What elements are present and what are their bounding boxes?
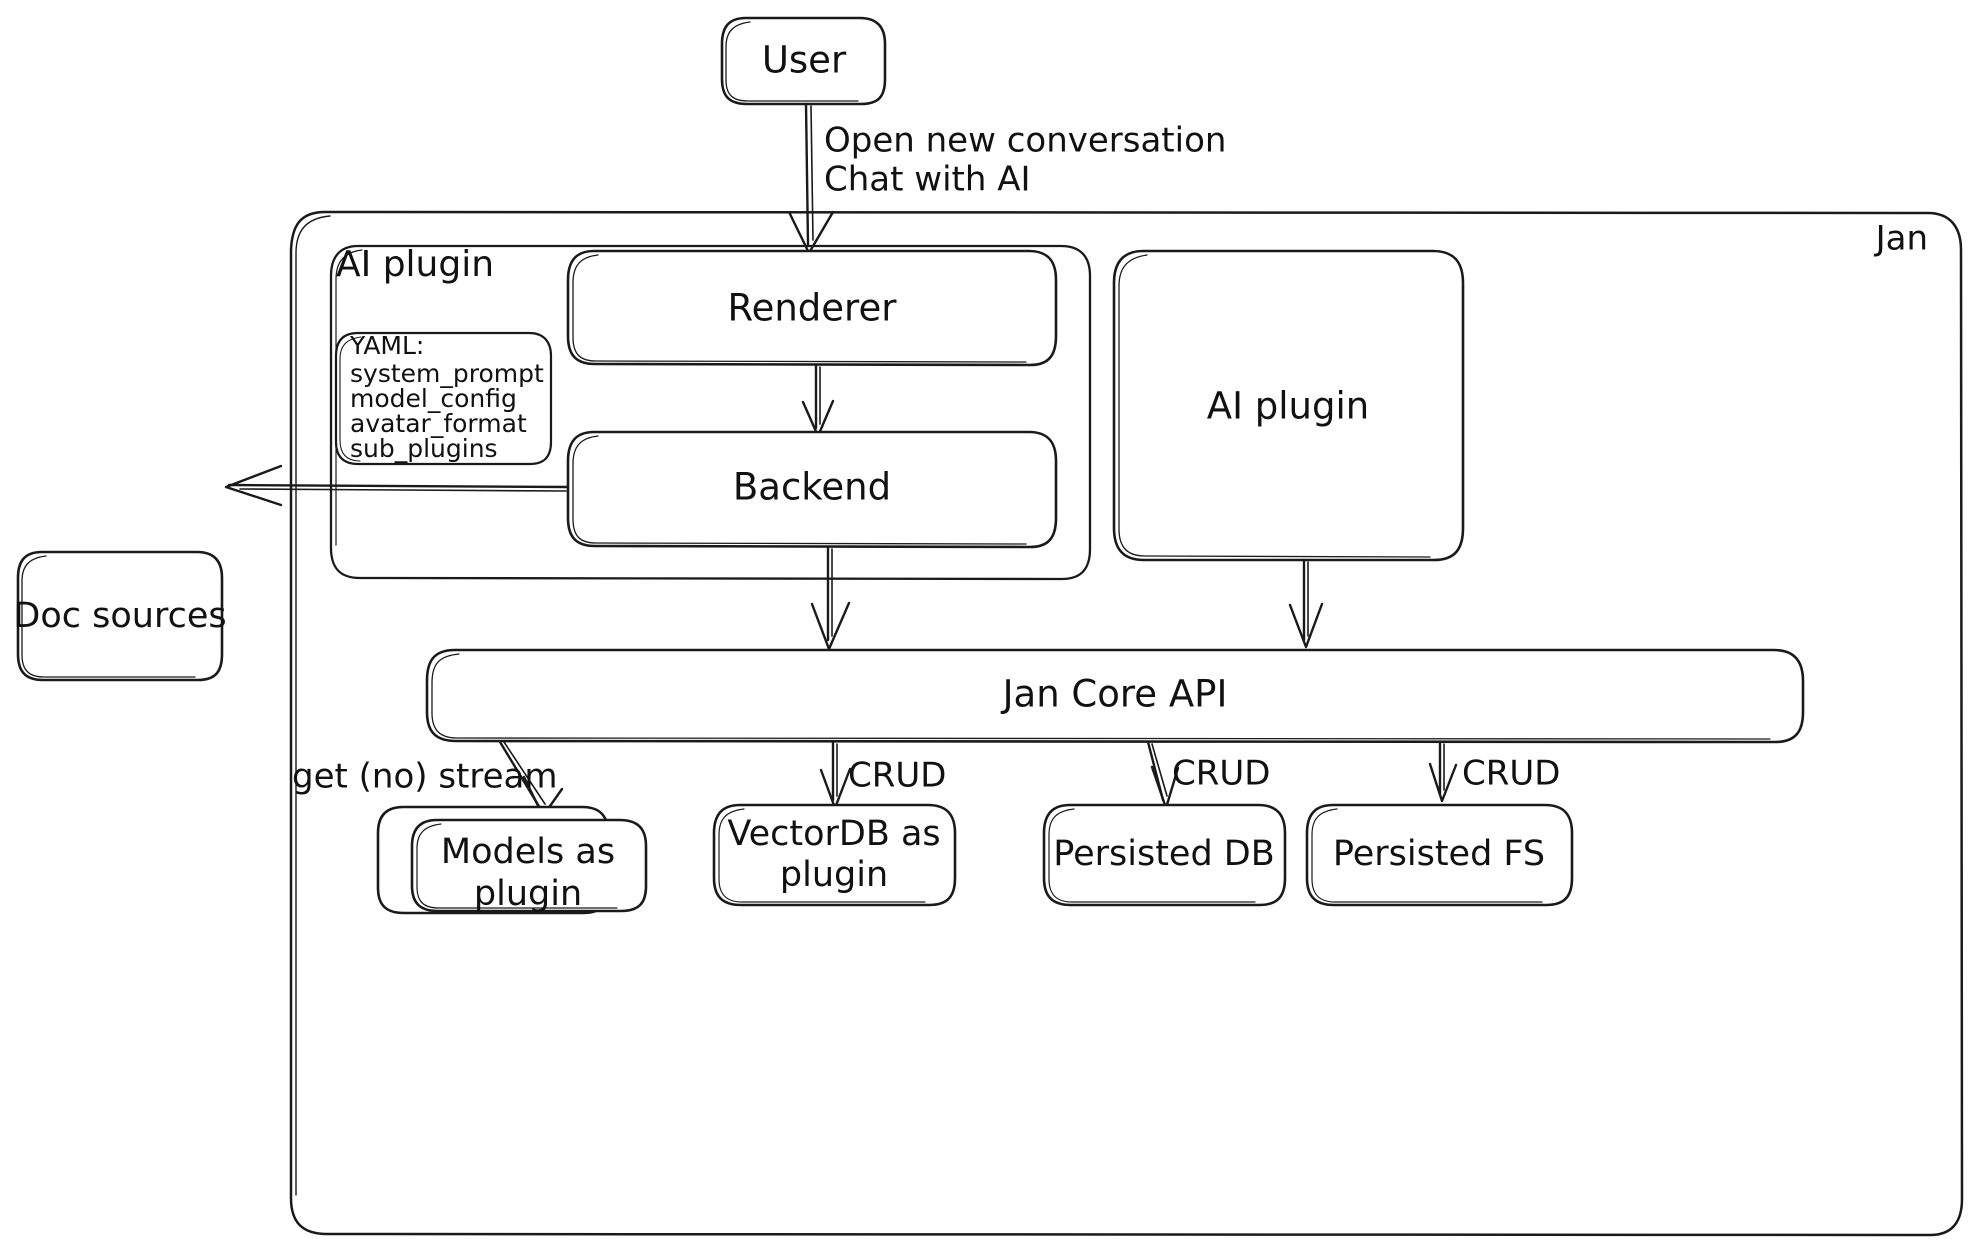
node-renderer[interactable]: Renderer (566, 249, 1058, 367)
edge-backend-doc-arrowhead (224, 464, 283, 507)
edge-backend-to-core (810, 545, 851, 651)
node-persisted-fs[interactable]: Persisted FS (1305, 803, 1574, 907)
node-models-plugin-front-outline (410, 818, 648, 913)
jan-container: Jan (289, 210, 1964, 1237)
node-backend-sketch-overlay (572, 435, 1027, 545)
yaml-note-sketch-overlay (339, 336, 362, 462)
node-doc-sources[interactable]: Doc sources (13, 550, 227, 682)
node-doc-sources-sketch-overlay (21, 555, 196, 678)
edge-ai-plugin-to-core (1288, 558, 1324, 649)
edge-backend-core-arrowhead (810, 601, 851, 651)
node-jan-core-api-label: Jan Core API (1001, 673, 1228, 716)
jan-container-label: Jan (1874, 219, 1928, 259)
yaml-heading: YAML: (349, 331, 424, 360)
edge-core-persisted-fs-label: CRUD (1462, 754, 1560, 794)
node-persisted-db[interactable]: Persisted DB (1042, 803, 1287, 907)
node-user-outline (720, 16, 887, 106)
edge-core-persisted-db-label: CRUD (1172, 754, 1270, 794)
node-user-label: User (762, 39, 847, 82)
jan-container-outline (289, 210, 1964, 1237)
node-jan-core-api[interactable]: Jan Core API (425, 648, 1805, 744)
node-vectordb-plugin[interactable]: VectorDB as plugin (712, 803, 957, 907)
node-ai-plugin[interactable]: AI plugin (1112, 249, 1465, 562)
node-ai-plugin-sketch-overlay (1118, 254, 1431, 558)
edge-core-to-models: get (no) stream (292, 740, 564, 818)
yaml-item-1: model_config (350, 384, 517, 413)
node-persisted-db-outline (1042, 803, 1287, 907)
jan-container-sketch-overlay (295, 215, 331, 1196)
node-renderer-sketch-overlay (572, 254, 1027, 363)
edge-renderer-to-backend (801, 363, 835, 438)
node-renderer-label: Renderer (728, 287, 898, 330)
node-vectordb-plugin-label-line2: plugin (780, 855, 888, 895)
node-persisted-db-label: Persisted DB (1053, 834, 1275, 874)
ai-plugin-group-label: AI plugin (336, 244, 494, 285)
node-renderer-outline (566, 249, 1058, 367)
node-models-plugin-sketch-overlay (416, 823, 618, 909)
edge-user-renderer-line-2 (810, 105, 814, 241)
yaml-note-box: YAML: system_prompt model_config avatar_… (334, 331, 553, 466)
edge-core-to-persisted-db: CRUD (1146, 740, 1270, 810)
node-models-plugin-label-line2: plugin (474, 874, 582, 914)
edge-ai-plugin-core-arrowhead (1288, 602, 1324, 649)
node-jan-core-api-sketch-overlay (431, 653, 1771, 740)
node-backend-label: Backend (733, 466, 891, 509)
edge-user-renderer-label-line2: Chat with AI (824, 160, 1031, 200)
edge-core-vectordb-arrowhead (819, 767, 852, 810)
edge-core-models-line-2 (503, 741, 546, 805)
node-doc-sources-label: Doc sources (13, 596, 226, 636)
ai-plugin-group-outline (329, 244, 1092, 581)
node-persisted-fs-label: Persisted FS (1333, 834, 1545, 874)
edge-backend-doc-line (227, 483, 570, 489)
node-doc-sources-outline (16, 550, 224, 682)
edge-core-persisted-fs-arrowhead (1428, 762, 1458, 803)
edge-core-models-label: get (no) stream (292, 757, 557, 797)
node-persisted-fs-outline (1305, 803, 1574, 907)
yaml-item-2: avatar_format (350, 409, 527, 438)
edge-user-renderer-line (804, 102, 810, 247)
node-ai-plugin-label: AI plugin (1207, 385, 1369, 428)
edge-core-to-persisted-fs: CRUD (1428, 740, 1560, 803)
edge-core-to-vectordb: CRUD (819, 740, 946, 810)
edge-user-to-renderer: Open new conversation Chat with AI (788, 102, 1226, 255)
node-backend-outline (566, 430, 1058, 549)
edge-backend-to-doc-sources (224, 464, 570, 507)
edge-core-persisted-db-line-2 (1151, 743, 1168, 797)
node-user[interactable]: User (720, 16, 887, 106)
edge-backend-doc-line-2 (239, 488, 567, 492)
yaml-note-outline (334, 331, 553, 466)
edge-user-renderer-label-line1: Open new conversation (824, 121, 1226, 161)
node-models-plugin-label-line1: Models as (441, 832, 615, 872)
node-models-plugin[interactable]: Models as plugin (376, 805, 648, 915)
node-vectordb-plugin-label-line1: VectorDB as (727, 814, 940, 854)
node-vectordb-plugin-outline (712, 803, 957, 907)
edge-core-vectordb-label: CRUD (848, 756, 946, 796)
node-jan-core-api-outline (425, 648, 1805, 744)
node-ai-plugin-outline (1112, 249, 1465, 562)
node-vectordb-plugin-sketch-overlay (718, 808, 926, 903)
ai-plugin-group: AI plugin (329, 244, 1092, 581)
node-backend[interactable]: Backend (566, 430, 1058, 549)
node-persisted-db-sketch-overlay (1048, 808, 1256, 903)
yaml-item-0: system_prompt (350, 359, 544, 388)
node-user-sketch-overlay (725, 21, 859, 102)
yaml-item-3: sub_plugins (350, 434, 498, 463)
ai-plugin-group-sketch-overlay (335, 249, 363, 546)
node-persisted-fs-sketch-overlay (1311, 808, 1543, 903)
